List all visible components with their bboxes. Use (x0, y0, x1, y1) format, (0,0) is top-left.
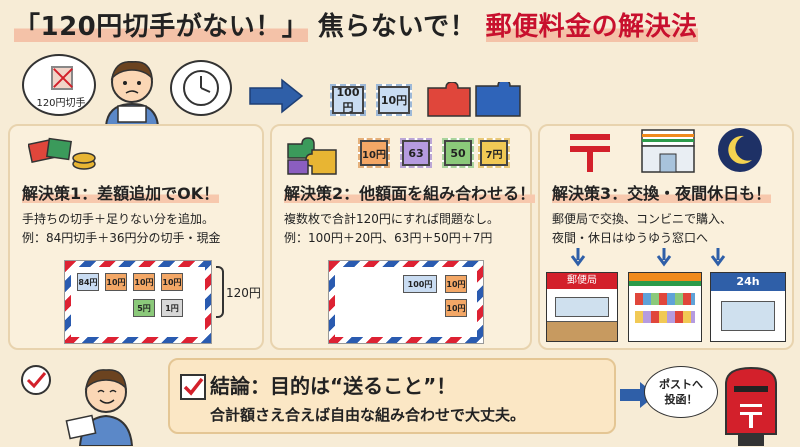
envelope-stamp: 10円 (133, 273, 155, 291)
conclusion-headline: 結論：目的は“送ること”！ (210, 374, 457, 398)
envelope-stamp: 10円 (161, 273, 183, 291)
night-counter-sign: 24h (711, 273, 785, 291)
post-office-counter: 郵便局 (546, 272, 618, 342)
envelope-stamp: 10円 (445, 299, 467, 317)
stamps-and-coins-icon (28, 137, 96, 170)
solution-3-heading: 解決策3：交換・夜間休日も！ (552, 184, 772, 203)
post-office-mark-icon (570, 134, 610, 172)
envelope-stamp: 10円 (445, 275, 467, 293)
solution-2-text: 複数枚で合計120円にすれば問題なし。 例：100円＋20円、63円＋50円＋7… (284, 212, 500, 245)
solution-2-heading: 解決策2：他額面を組み合わせる！ (284, 184, 536, 203)
clock-icon (183, 70, 219, 106)
envelope-solution-2: 100円 10円 10円 (328, 260, 484, 344)
title-part-2: 焦らないで！ (317, 12, 477, 42)
stamp-10-orange: 10円 (358, 138, 390, 168)
envelope-solution-1: 84円 10円 10円 10円 5円 1円 (64, 260, 212, 344)
stamp-50: 50 (442, 138, 474, 168)
solution-panel-2: 10円 63 50 7円 解決策2：他額面を組み合わせる！ 複数枚で合計120円… (270, 124, 536, 350)
solution-panel-3: 解決策3：交換・夜間休日も！ 郵便局で交換、コンビニで購入、 夜間・休日はゆうゆ… (538, 124, 794, 350)
solution-1-heading: 解決策1：差額追加でOK！ (22, 184, 220, 203)
post-speech-bubble: ポストへ 投函！ (644, 366, 718, 418)
title-part-3: 郵便料金の解決法 (485, 12, 698, 42)
missing-stamp-label: 120円切手 (36, 98, 86, 109)
puzzle-pieces-icon (427, 82, 521, 117)
crossed-stamp-icon (51, 66, 73, 90)
envelope-stamp: 1円 (161, 299, 183, 317)
solution-1-text: 手持ちの切手＋足りない分を追加。 例：84円切手＋36円分の切手・現金 (22, 212, 221, 245)
stamp-7: 7円 (478, 138, 510, 168)
stamp-10: 10円 (376, 84, 412, 116)
conclusion-subline: 合計額さえ合えば自由な組み合わせで大丈夫。 (210, 406, 526, 424)
envelope-stamp: 100円 (403, 275, 437, 293)
stamp-63: 63 (400, 138, 432, 168)
mailbox-icon (725, 366, 777, 446)
down-arrows-icon (570, 248, 726, 267)
happy-person-illustration (21, 365, 134, 446)
bracket-icon (216, 266, 224, 318)
total-label: 120円 (226, 286, 261, 300)
post-office-sign: 郵便局 (547, 273, 617, 289)
convenience-store-icon (641, 129, 695, 173)
envelope-stamp: 10円 (105, 273, 127, 291)
solution-panel-1: 解決策1：差額追加でOK！ 手持ちの切手＋足りない分を追加。 例：84円切手＋3… (8, 124, 264, 350)
envelope-stamp: 5円 (133, 299, 155, 317)
clock-bubble (170, 60, 232, 116)
right-arrow-icon (249, 78, 304, 114)
convenience-store-shelves (628, 272, 702, 342)
checkbox-icon (180, 374, 206, 400)
envelope-stamp: 84円 (77, 273, 99, 291)
stamp-100: 100円 (330, 84, 366, 116)
missing-stamp-bubble: 120円切手 (22, 54, 96, 116)
moon-night-icon (718, 128, 762, 172)
solution-3-text: 郵便局で交換、コンビニで購入、 夜間・休日はゆうゆう窓口へ (552, 212, 733, 245)
page-title: 「120円切手がない！」 焦らないで！ 郵便料金の解決法 (14, 6, 786, 46)
puzzle-icon (287, 137, 337, 175)
title-part-1: 「120円切手がない！」 (14, 12, 309, 42)
worried-person-illustration (104, 61, 160, 126)
night-counter: 24h (710, 272, 786, 342)
conclusion-box: 結論：目的は“送ること”！ 合計額さえ合えば自由な組み合わせで大丈夫。 (168, 358, 616, 434)
